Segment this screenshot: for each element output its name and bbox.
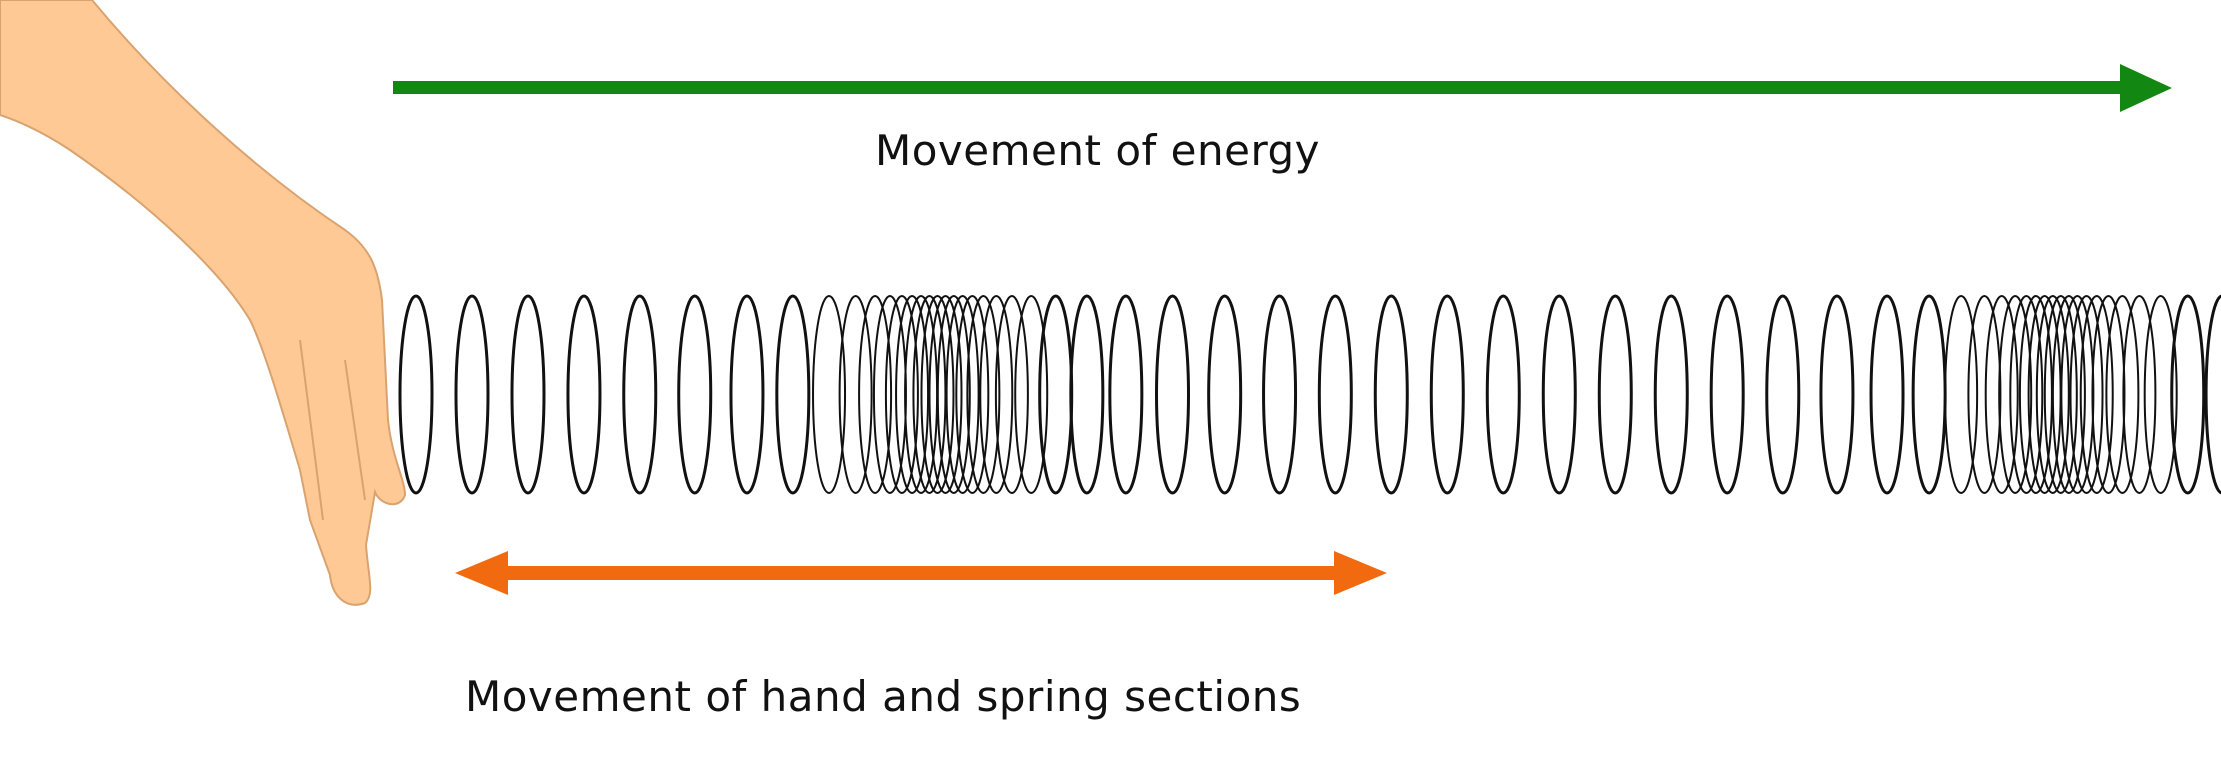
spring-coil-loop — [2105, 295, 2140, 494]
spring-coil-loop — [884, 295, 919, 494]
spring-coil-loop — [1038, 294, 1074, 495]
spring-coil-loop — [2170, 294, 2206, 495]
spring-coil-loop — [398, 294, 434, 495]
spring-coil-loop — [2009, 295, 2044, 494]
spring-coil-loop — [966, 295, 1001, 494]
spring-coil-loop — [454, 294, 490, 495]
spring-coil-loop — [622, 294, 658, 495]
spring-coil-loop — [2043, 295, 2078, 494]
spring-coil-loop — [1373, 294, 1409, 495]
spring-coil-loop — [1317, 294, 1353, 495]
spring-coil-loop — [1541, 294, 1577, 495]
spring-coil-loop — [936, 295, 971, 494]
spring-coil-loop — [677, 294, 713, 495]
spring-coil-loop — [1207, 294, 1243, 495]
spring-coil-loop — [1653, 294, 1689, 495]
spring-coil-loop — [1069, 294, 1105, 495]
spring-coil-loop — [838, 295, 873, 494]
spring-coil-loop — [2122, 295, 2157, 494]
spring-coil-loop — [1262, 294, 1298, 495]
spring-coil-loop — [566, 294, 602, 495]
spring-coil-loop — [1944, 295, 1979, 494]
spring-coil-loop — [1765, 294, 1801, 495]
spring-coil-loop — [2051, 295, 2086, 494]
spring-coil-loop — [1709, 294, 1745, 495]
spring-coil-loop — [1819, 294, 1855, 495]
spring-coil — [398, 294, 2221, 495]
spring-coil-loop — [1429, 294, 1465, 495]
spring-coil-loop — [945, 295, 980, 494]
finger-line — [299, 339, 324, 521]
spring-coil-loop — [2091, 295, 2126, 494]
finger-line — [344, 359, 366, 501]
hand-arrow-head-left — [455, 551, 508, 595]
spring-coil-loop — [1597, 294, 1633, 495]
spring-coil-loop — [1869, 294, 1905, 495]
spring-coil-loop — [912, 295, 947, 494]
spring-coil-loop — [1967, 295, 2002, 494]
spring-coil-loop — [955, 295, 990, 494]
spring-coil-loop — [1108, 294, 1144, 495]
spring-coil-loop — [1998, 295, 2033, 494]
hand-spring-label: Movement of hand and spring sections — [465, 672, 1302, 721]
hand-arrow-shaft — [490, 566, 1350, 580]
energy-arrow-head — [2120, 64, 2172, 112]
spring-coil-loop — [2204, 294, 2221, 495]
spring-coil-loop — [858, 295, 893, 494]
hand-arrow-head-right — [1334, 551, 1387, 595]
spring-coil-loop — [928, 295, 963, 494]
spring-coil-loop — [729, 294, 765, 495]
spring-coil-loop — [2079, 295, 2114, 494]
spring-coil-loop — [775, 294, 811, 495]
spring-coil-loop — [920, 295, 955, 494]
spring-coil-loop — [994, 295, 1029, 494]
spring-coil-loop — [1155, 294, 1191, 495]
spring-coil-loop — [510, 294, 546, 495]
spring-coil-loop — [895, 295, 930, 494]
spring-coil-loop — [2035, 295, 2070, 494]
spring-coil-loop — [812, 295, 847, 494]
energy-arrow — [393, 64, 2172, 112]
spring-coil-loop — [1984, 295, 2019, 494]
spring-coil-loop — [1485, 294, 1521, 495]
hand-movement-arrow — [455, 551, 1387, 595]
spring-coil-loop — [1014, 295, 1049, 494]
spring-coil-loop — [979, 295, 1014, 494]
spring-coil-loop — [1911, 294, 1947, 495]
spring-coil-loop — [2069, 295, 2104, 494]
energy-label: Movement of energy — [875, 126, 1320, 175]
energy-arrow-shaft — [393, 81, 2133, 94]
hand-shape — [0, 0, 407, 606]
spring-coil-loop — [2143, 295, 2178, 494]
hand-icon — [0, 0, 407, 606]
